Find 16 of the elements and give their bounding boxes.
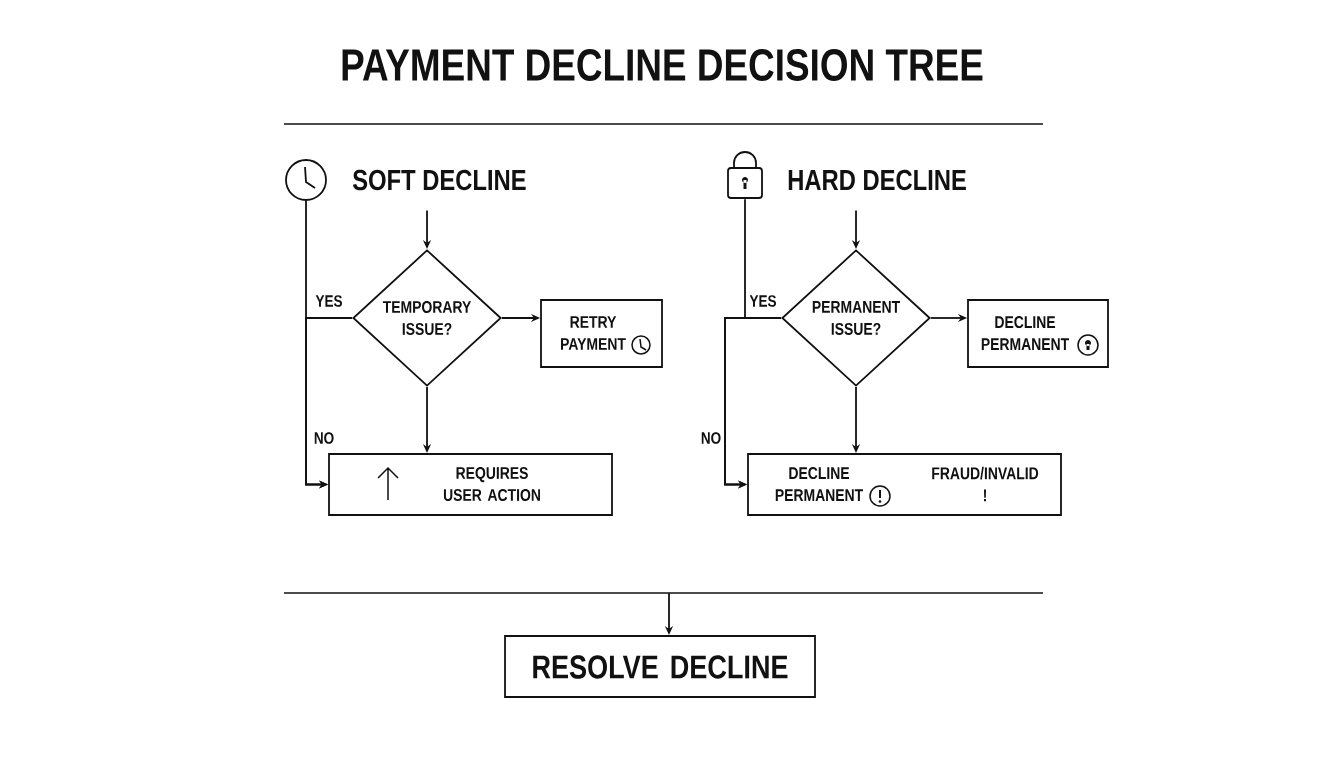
lock-icon (727, 151, 763, 199)
process-box: DECLINE PERMANENT FRAUD/INVALID ! (747, 453, 1062, 516)
edge-label: NO (312, 430, 336, 446)
process-box: DECLINE PERMANENT (967, 299, 1109, 368)
edge-label: NO (699, 430, 723, 446)
process-box: RETRY PAYMENT (540, 299, 663, 368)
node-label: DECLINE PERMANENT (775, 467, 863, 501)
heading: SOFT DECLINE (352, 169, 526, 191)
process-box: RESOLVE DECLINE (504, 635, 816, 698)
title: PAYMENT DECLINE DECISION TREE (342, 49, 983, 81)
edge-label: YES (313, 293, 345, 309)
node-label: FRAUD/INVALID ! (932, 466, 1039, 502)
clock-icon (285, 159, 327, 201)
process-box: REQUIRES USER ACTION (328, 453, 613, 516)
heading: HARD DECLINE (788, 169, 966, 191)
edge-label: YES (747, 293, 779, 309)
